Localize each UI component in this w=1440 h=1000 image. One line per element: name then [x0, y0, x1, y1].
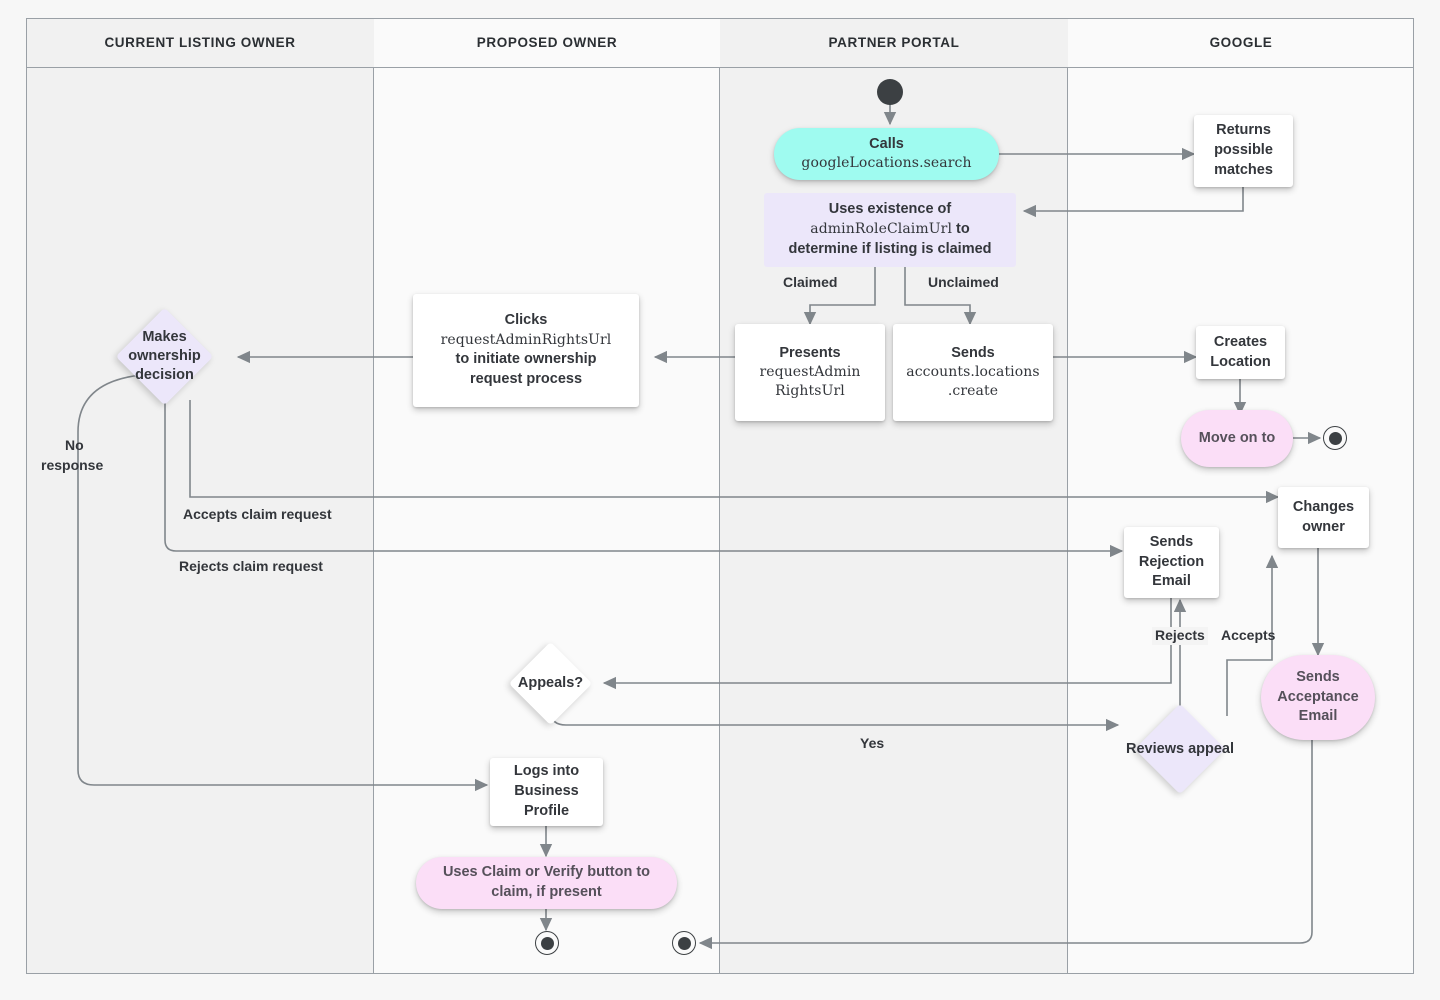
edge-label-rejects: Rejects — [1152, 627, 1208, 645]
node-reviews-appeal[interactable]: Reviews appeal — [1126, 703, 1234, 795]
node-appeals-decision[interactable]: Appeals? — [508, 641, 593, 726]
node-sendscreate-line1: Sends — [951, 344, 995, 361]
node-uses-line1: Uses existence of — [828, 201, 952, 218]
node-sends-rejection-email[interactable]: Sends Rejection Email — [1124, 527, 1219, 598]
node-presents-requestadminrightsurl[interactable]: Presents requestAdmin RightsUrl — [735, 324, 885, 421]
edge-returns-to-uses — [1022, 187, 1244, 218]
node-returns-label: Returns possible matches — [1214, 122, 1273, 178]
lane-body-current-listing-owner — [26, 18, 374, 974]
node-uses-line3: determine if listing is claimed — [788, 240, 992, 257]
node-logs-into-business-profile[interactable]: Logs into Business Profile — [490, 758, 603, 826]
node-calls-googlelocations-search[interactable]: Calls googleLocations.search — [774, 128, 999, 180]
node-clicks-line2: requestAdminRightsUrl — [440, 332, 612, 349]
node-presents-line1: Presents — [779, 344, 841, 361]
edge-accepts-claim-to-changes-owner — [189, 400, 1280, 504]
node-clicks-line1: Clicks — [504, 312, 548, 329]
node-calls-line2: googleLocations.search — [801, 155, 972, 172]
node-reviews-appeal-label: Reviews appeal — [1126, 740, 1234, 757]
node-changes-owner[interactable]: Changes owner — [1278, 487, 1369, 548]
node-clicks-line4: request process — [469, 370, 583, 387]
start-node — [877, 79, 903, 105]
node-returns-possible-matches[interactable]: Returns possible matches — [1194, 115, 1293, 187]
edge-label-yes: Yes — [857, 735, 888, 753]
node-uses-claim-line1: Uses Claim or Verify button to — [442, 864, 651, 881]
edge-appeals-yes-to-reviews — [550, 711, 1120, 732]
node-calls-line1: Calls — [869, 135, 904, 152]
node-appeals-label: Appeals? — [517, 675, 584, 692]
lane-label-partner-portal: Partner portal — [828, 35, 960, 50]
edge-label-rejects-claim-request: Rejects claim request — [179, 558, 323, 574]
lane-label-current-listing-owner: Current listing owner — [104, 35, 296, 50]
lane-label-proposed-owner: Proposed owner — [476, 35, 618, 50]
node-sends-rejection-email-label: Sends Rejection Email — [1138, 533, 1205, 590]
node-sends-acceptance-email-label: Sends Acceptance Email — [1277, 668, 1359, 725]
edge-label-accepts-claim-request: Accepts claim request — [183, 506, 332, 522]
node-presents-line3: RightsUrl — [775, 383, 845, 400]
node-makes-ownership-decision-label: Makes ownership decision — [128, 329, 201, 383]
node-uses-claim-line2: claim, if present — [491, 884, 602, 900]
end-node-partner-portal-core — [677, 936, 691, 950]
node-creates-location-label: Creates Location — [1210, 333, 1271, 370]
edge-no-response-to-logs-in — [77, 374, 489, 792]
node-uses-existence-of-adminroleclaimurl: Uses existence of adminRoleClaimUrl to d… — [764, 193, 1016, 267]
node-clicks-requestadminrightsurl[interactable]: Clicks requestAdminRightsUrl to initiate… — [413, 294, 639, 407]
edge-label-no-response-line1: No — [65, 437, 84, 453]
edge-acceptance-email-to-end-partner — [698, 740, 1313, 950]
lane-header-partner-portal: Partner portal — [720, 18, 1068, 68]
end-node-google-core — [1328, 431, 1342, 445]
end-node-partner-portal — [672, 931, 696, 955]
node-move-on-to[interactable]: Move on to — [1181, 410, 1293, 467]
edge-rejection-email-to-appeals — [602, 598, 1172, 690]
lane-header-current-listing-owner: Current listing owner — [26, 18, 374, 68]
lane-label-google: Google — [1209, 35, 1273, 50]
node-makes-ownership-decision[interactable]: Makes ownership decision — [115, 307, 214, 406]
node-presents-line2: requestAdmin — [759, 364, 861, 381]
end-node-proposed-owner-core — [540, 936, 554, 950]
swimlane-frame — [26, 18, 1414, 974]
node-logs-in-label: Logs into Business Profile — [513, 763, 580, 819]
edge-label-claimed: Claimed — [783, 274, 838, 290]
edge-uses-to-presents — [803, 267, 876, 326]
node-uses-line2-suffix: to — [952, 221, 970, 238]
node-move-on-to-label: Move on to — [1198, 429, 1276, 446]
node-sendscreate-line2: accounts.locations — [906, 364, 1040, 381]
lane-header-google: Google — [1068, 18, 1414, 68]
node-uses-line2-code: adminRoleClaimUrl — [810, 221, 953, 238]
edge-label-unclaimed: Unclaimed — [928, 274, 999, 290]
node-sends-acceptance-email[interactable]: Sends Acceptance Email — [1261, 655, 1375, 740]
end-node-google — [1323, 426, 1347, 450]
node-sends-accounts-locations-create[interactable]: Sends accounts.locations .create — [893, 324, 1053, 421]
end-node-proposed-owner — [535, 931, 559, 955]
node-sendscreate-line3: .create — [947, 383, 999, 400]
node-changes-owner-label: Changes owner — [1292, 498, 1355, 535]
edge-label-accepts: Accepts — [1221, 627, 1276, 643]
lane-header-proposed-owner: Proposed owner — [374, 18, 720, 68]
node-clicks-line3: to initiate ownership — [455, 351, 597, 368]
node-creates-location[interactable]: Creates Location — [1196, 326, 1285, 379]
edge-uses-to-sends-create — [904, 267, 977, 326]
edge-reviews-accepts-to-changes-owner — [1226, 554, 1279, 716]
node-uses-claim-or-verify-button[interactable]: Uses Claim or Verify button to claim, if… — [416, 857, 677, 909]
edge-label-no-response-line2: response — [41, 457, 104, 473]
edge-rejects-claim-to-rejection-email — [164, 400, 1124, 558]
